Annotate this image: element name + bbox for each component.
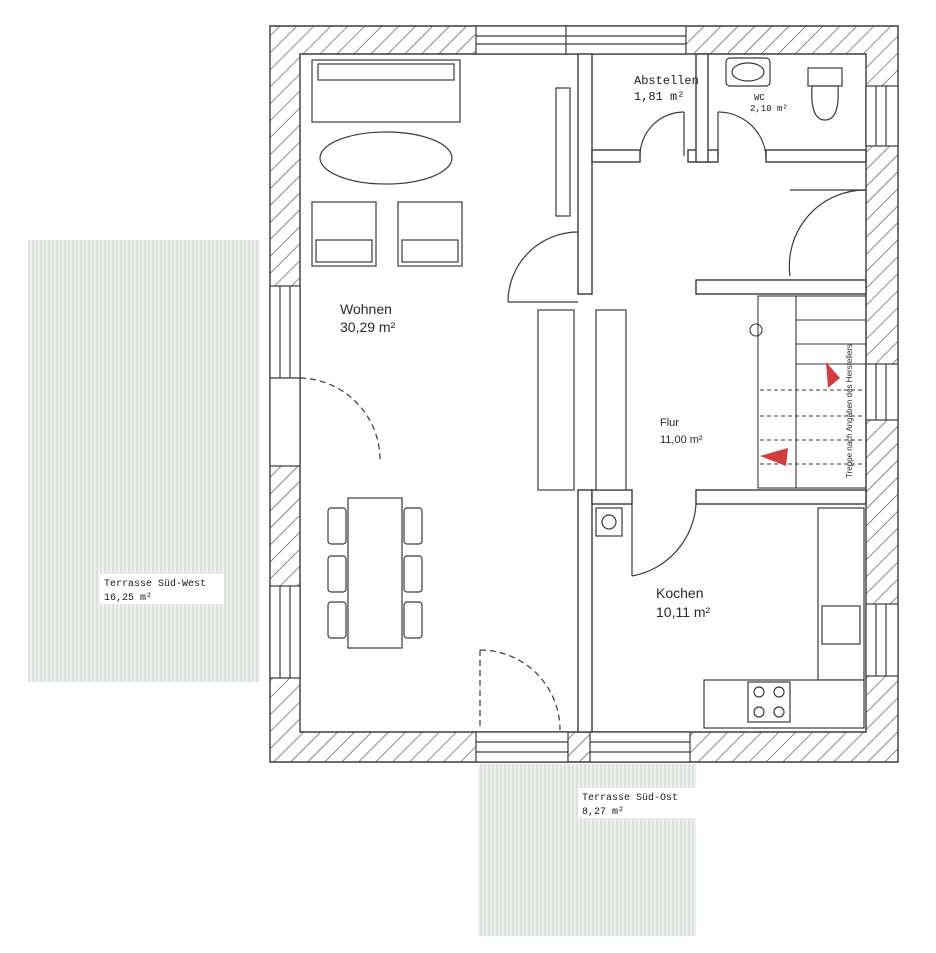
dining-set xyxy=(327,497,423,649)
terrace-sued-ost-name: Terrasse Süd-Ost xyxy=(582,792,678,804)
sideboard xyxy=(555,87,571,217)
abstellen-area: 1,81 m² xyxy=(634,90,684,104)
stair-arrow-up xyxy=(826,362,840,388)
windows xyxy=(269,25,899,763)
terrace-sued-west-name: Terrasse Süd-West xyxy=(104,578,206,590)
sink xyxy=(821,605,861,645)
flur-name: Flur xyxy=(660,417,679,429)
terrace-labels: Terrasse Süd-West 16,25 m² Terrasse Süd-… xyxy=(100,574,696,818)
wohnen-area: 30,29 m² xyxy=(340,319,396,335)
cooktop xyxy=(747,681,791,723)
coffee-table xyxy=(319,131,453,185)
shelf-left xyxy=(537,309,575,491)
abstellen-name: Abstellen xyxy=(634,74,699,88)
terrace-sued-west-area: 16,25 m² xyxy=(104,593,152,604)
wohnen-name: Wohnen xyxy=(340,301,392,317)
stairs-note: Treppe nach Angaben des Herstellers xyxy=(845,344,854,478)
doors xyxy=(299,111,867,731)
living-furniture xyxy=(311,59,627,491)
terrace-sued-ost-area: 8,27 m² xyxy=(582,807,624,818)
room-labels: Wohnen 30,29 m² Abstellen 1,81 m² WC 2,1… xyxy=(340,74,854,620)
staircase xyxy=(749,295,867,489)
fridge xyxy=(595,507,623,537)
stair-start-marker xyxy=(749,323,763,337)
kochen-area: 10,11 m² xyxy=(656,604,711,620)
terrace-sued-west xyxy=(28,240,260,682)
wc-name: WC xyxy=(754,93,765,103)
stair-arrow-down xyxy=(760,448,788,466)
toilet xyxy=(807,67,843,87)
shelf-right xyxy=(595,309,627,491)
wc-area: 2,10 m² xyxy=(750,104,788,114)
counter-right xyxy=(817,507,865,681)
flur-area: 11,00 m² xyxy=(660,434,703,446)
wc-fixtures xyxy=(725,57,843,121)
dining-table xyxy=(347,497,403,649)
kochen-name: Kochen xyxy=(656,585,703,601)
kitchen-fixtures xyxy=(595,507,865,729)
